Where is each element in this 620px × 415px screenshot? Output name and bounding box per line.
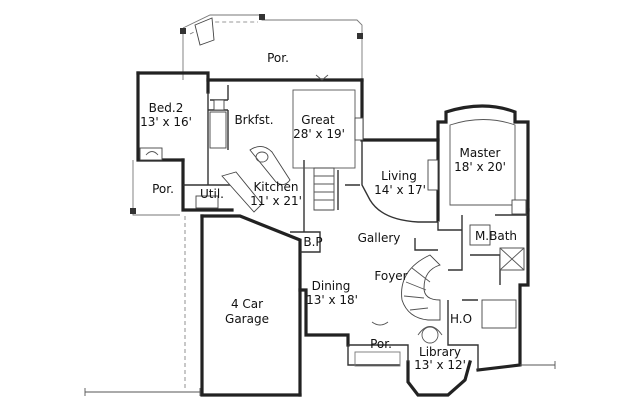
label-brkfst: Brkfst. [234, 113, 273, 127]
label-util: Util. [200, 187, 224, 201]
label-dining-name: Dining [312, 279, 351, 293]
label-bed2-name: Bed.2 [149, 101, 184, 115]
label-great-size: 28' x 19' [293, 127, 345, 141]
label-kitchen-size: 11' x 21' [250, 194, 302, 208]
label-mbath: M.Bath [475, 229, 517, 243]
room-labels: Por. Bed.2 13' x 16' Brkfst. Great 28' x… [140, 51, 517, 372]
label-kitchen-name: Kitchen [253, 180, 298, 194]
label-dining-size: 13' x 18' [306, 293, 358, 307]
label-gallery: Gallery [358, 231, 401, 245]
fixtures [84, 74, 556, 396]
label-library-name: Library [419, 345, 461, 359]
label-library-size: 13' x 12' [414, 358, 466, 372]
label-foyer: Foyer [374, 269, 407, 283]
label-bed2-size: 13' x 16' [140, 115, 192, 129]
top-porch-outline [180, 14, 363, 80]
label-porch-front: Por. [370, 337, 392, 351]
label-porch-left: Por. [152, 182, 174, 196]
label-master-size: 18' x 20' [454, 160, 506, 174]
label-great-name: Great [301, 113, 335, 127]
label-living-size: 14' x 17' [374, 183, 426, 197]
label-garage-line2: Garage [225, 312, 269, 326]
label-garage-line1: 4 Car [231, 297, 263, 311]
label-bp: B.P [303, 235, 322, 249]
label-master-name: Master [460, 146, 501, 160]
label-porch-top: Por. [267, 51, 289, 65]
label-living-name: Living [381, 169, 417, 183]
label-ho: H.O [450, 312, 472, 326]
